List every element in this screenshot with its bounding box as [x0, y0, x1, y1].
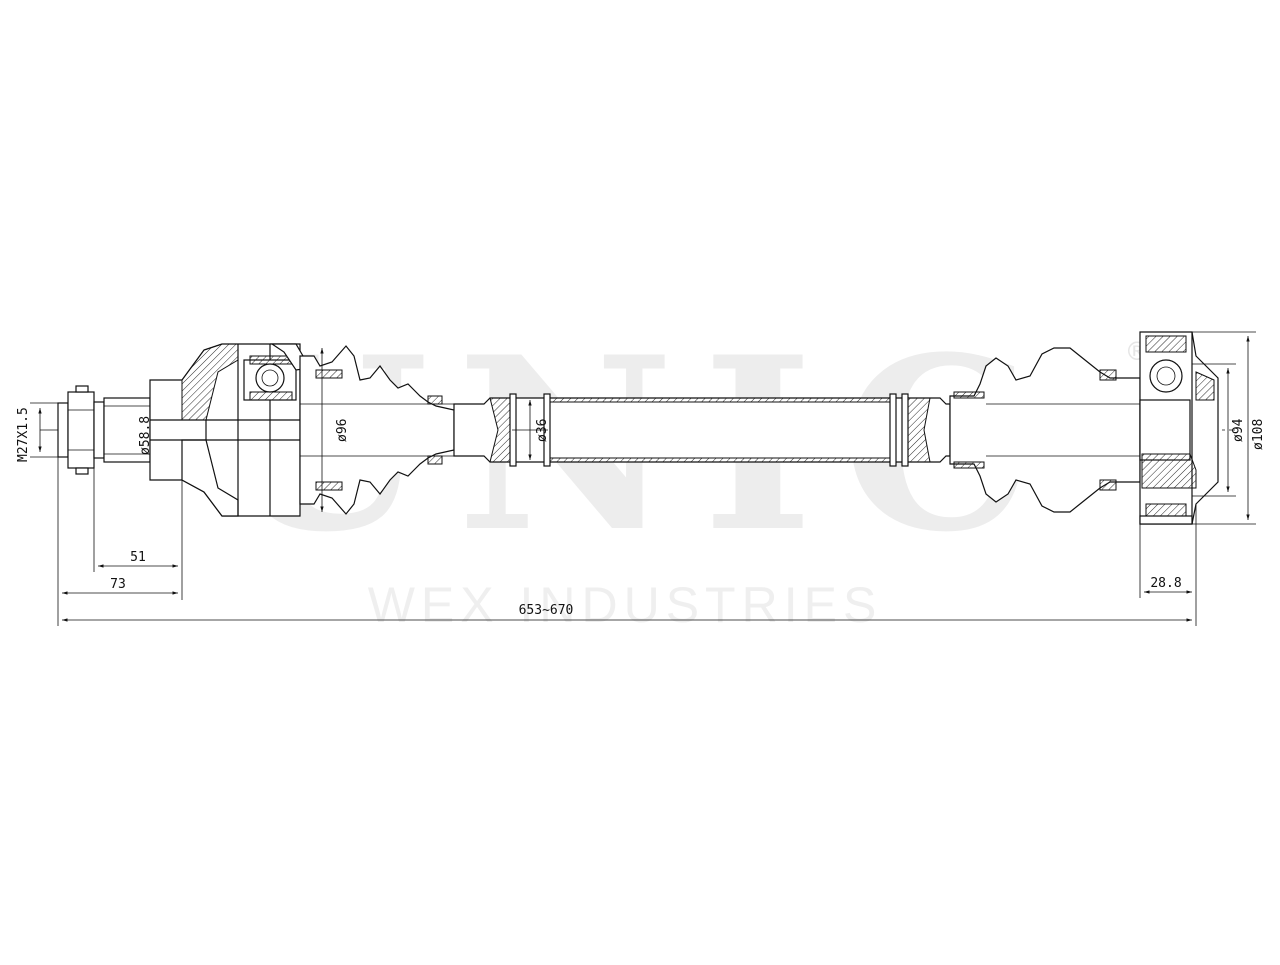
stub-diameter-label: ø58.8 [138, 416, 153, 455]
hub-nut [57, 385, 95, 475]
inner-joint-diameter-a-label: ø94 [1231, 418, 1246, 442]
threaded-stub [93, 397, 151, 463]
inner-joint-diameter-b-label: ø108 [1251, 419, 1266, 450]
overall-length-label: 653~670 [519, 603, 574, 618]
watermark-company: WEX INDUSTRIES [368, 577, 883, 633]
outer-joint-diameter-label: ø96 [335, 419, 350, 442]
inner-boot [949, 347, 1141, 513]
axle-shaft [453, 393, 951, 467]
inner-length-label: 28.8 [1150, 576, 1181, 591]
thread-spec-label: M27X1.5 [16, 407, 31, 462]
outer-bell-housing [149, 343, 311, 517]
dimension-annotations: M27X1.5 ø58.8 ø96 ø36 ø94 ø108 51 73 [16, 331, 1266, 626]
outer-length-label: 73 [110, 577, 126, 592]
inner-joint-assembly [949, 331, 1219, 525]
outer-joint-assembly [57, 343, 455, 517]
inner-flange-housing [1139, 331, 1219, 525]
shaft-diameter-label: ø36 [535, 419, 550, 442]
outer-boot [299, 345, 455, 515]
stub-length-label: 51 [130, 550, 146, 565]
